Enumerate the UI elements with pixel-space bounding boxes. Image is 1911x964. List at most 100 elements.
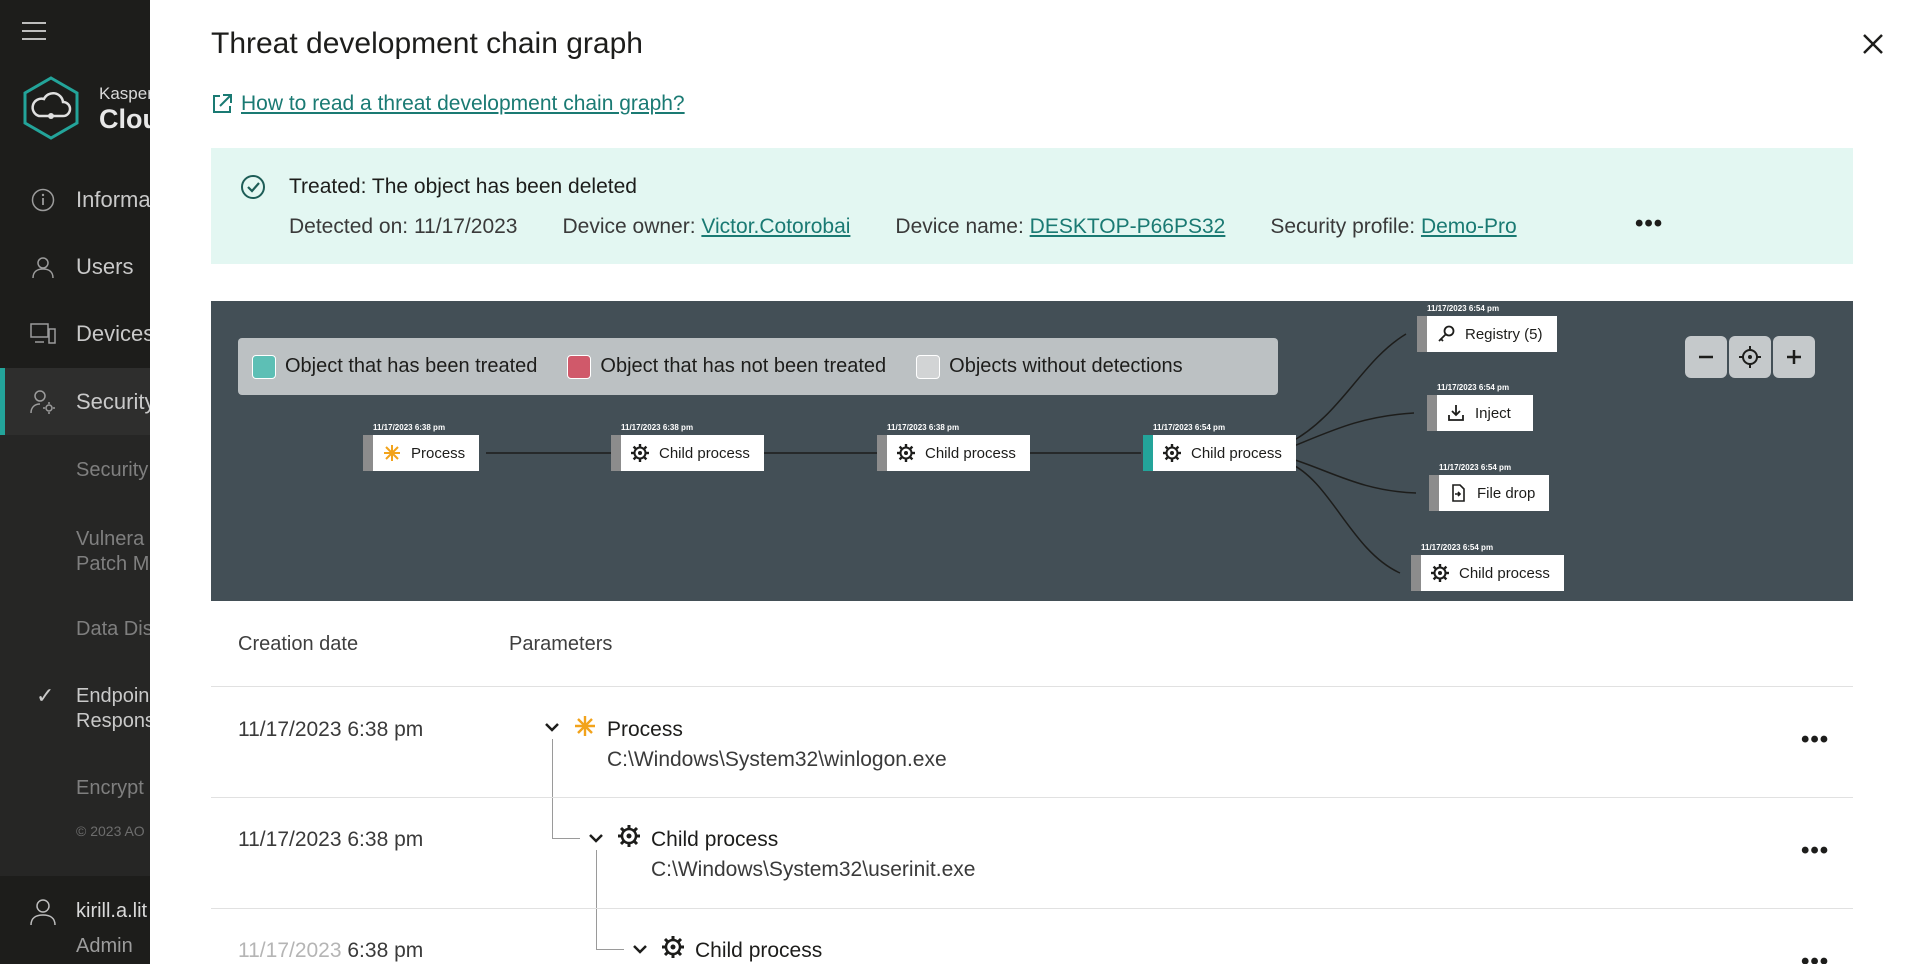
graph-legend: Object that has been treated Object that… <box>238 338 1278 395</box>
graph-node-inject[interactable]: Inject <box>1427 395 1533 431</box>
detection-details: Detected on: 11/17/2023 Device owner: Vi… <box>289 215 1562 239</box>
tree-connector <box>596 949 624 950</box>
object-type: Process <box>607 718 683 741</box>
node-label: Process <box>411 444 466 462</box>
object-type: Child process <box>651 828 779 851</box>
node-timestamp: 11/17/2023 6:54 pm <box>1427 304 1500 313</box>
gear-icon <box>631 444 649 462</box>
sidebar-subitem-data-discovery[interactable]: Data Dis <box>76 618 153 640</box>
node-status-bar <box>1429 475 1439 511</box>
sidebar-subitem-encryption[interactable]: Encrypt <box>76 777 144 799</box>
file-drop-icon <box>1449 484 1467 502</box>
gear-icon <box>1163 444 1181 462</box>
legend-label: Objects without detections <box>949 355 1183 377</box>
node-label: Child process <box>1459 564 1550 582</box>
legend-item-not-treated: Object that has not been treated <box>567 354 887 379</box>
row-divider <box>211 908 1853 909</box>
registry-key-icon <box>1437 325 1455 343</box>
node-timestamp: 11/17/2023 6:38 pm <box>621 423 694 432</box>
row-more-actions-button[interactable]: ••• <box>1801 726 1830 753</box>
node-timestamp: 11/17/2023 6:38 pm <box>373 423 446 432</box>
user-name[interactable]: kirill.a.lit <box>76 900 148 922</box>
object-type: Child process <box>695 939 823 962</box>
threat-chain-graph[interactable]: Object that has been treated Object that… <box>211 301 1853 601</box>
row-divider <box>211 797 1853 798</box>
zoom-out-button[interactable] <box>1685 336 1727 378</box>
page-title: Threat development chain graph <box>211 27 643 60</box>
graph-node-child-process-treated[interactable]: Child process <box>1143 435 1296 471</box>
security-profile-link[interactable]: Demo-Pro <box>1420 215 1517 238</box>
more-actions-button[interactable]: ••• <box>1635 210 1664 237</box>
chevron-down-icon[interactable] <box>587 829 605 847</box>
node-label: Child process <box>925 444 1016 462</box>
info-icon <box>30 187 56 213</box>
row-date-faded: 11/17/2023 <box>238 939 342 962</box>
sidebar-item-label: Informa <box>76 186 151 212</box>
chevron-down-icon[interactable] <box>631 940 649 958</box>
legend-swatch-no-detections <box>916 354 941 379</box>
device-owner-link[interactable]: Victor.Cotorobai <box>701 215 851 238</box>
gear-icon <box>1431 564 1449 582</box>
close-icon[interactable] <box>1857 28 1889 60</box>
row-more-actions-button[interactable]: ••• <box>1801 837 1830 864</box>
treatment-status: Treated: The object has been deleted <box>289 175 637 199</box>
row-more-actions-button[interactable]: ••• <box>1801 948 1830 964</box>
detected-on-label: Detected on: <box>289 215 409 238</box>
graph-node-child-process[interactable]: Child process <box>877 435 1030 471</box>
row-creation-date: 11/17/2023 6:38 pm <box>238 939 423 963</box>
node-label: Inject <box>1475 404 1511 422</box>
column-header-creation-date[interactable]: Creation date <box>238 633 359 655</box>
graph-connections <box>486 333 1417 574</box>
tree-connector <box>596 850 597 950</box>
node-label: Registry (5) <box>1465 325 1543 343</box>
kaspersky-cloud-logo <box>23 76 79 140</box>
center-view-button[interactable] <box>1729 336 1771 378</box>
detected-on: Detected on: 11/17/2023 <box>289 215 517 239</box>
legend-label: Object that has not been treated <box>600 355 887 377</box>
help-link[interactable]: How to read a threat development chain g… <box>211 92 685 116</box>
gear-icon <box>618 825 640 847</box>
device-name-link[interactable]: DESKTOP-P66PS32 <box>1029 215 1226 238</box>
sidebar-item-information[interactable]: Informa <box>0 166 200 233</box>
security-profile: Security profile: Demo-Pro <box>1270 215 1516 239</box>
sidebar-item-users[interactable]: Users <box>0 233 200 300</box>
sidebar-subitem-vulnerability[interactable]: Vulnera Patch M <box>76 528 150 575</box>
gear-icon <box>897 444 915 462</box>
graph-node-process[interactable]: Process <box>363 435 480 471</box>
minus-icon <box>1699 355 1713 359</box>
node-status-bar <box>1417 316 1427 352</box>
node-timestamp: 11/17/2023 6:54 pm <box>1421 543 1494 552</box>
treated-label: Treated: <box>289 175 367 198</box>
security-settings-icon <box>30 389 56 415</box>
zoom-in-button[interactable] <box>1773 336 1815 378</box>
object-path: C:\Windows\System32\userinit.exe <box>651 858 976 881</box>
brand-name-small: Kasper <box>99 84 153 103</box>
sidebar-item-devices[interactable]: Devices <box>0 300 200 367</box>
devices-icon <box>30 321 56 347</box>
graph-node-registry[interactable]: Registry (5) <box>1417 316 1557 352</box>
sidebar-subitem-security[interactable]: Security <box>76 459 149 481</box>
legend-label: Object that has been treated <box>285 355 538 377</box>
inject-icon <box>1447 404 1465 422</box>
node-label: Child process <box>1191 444 1282 462</box>
sidebar-subitem-endpoint-response[interactable]: Endpoin Respons <box>76 685 155 732</box>
sidebar-item-label: Devices <box>76 320 155 346</box>
column-header-parameters[interactable]: Parameters <box>509 633 613 655</box>
chevron-down-icon[interactable] <box>543 718 561 736</box>
graph-node-child-process[interactable]: Child process <box>1411 555 1564 591</box>
treated-check-icon <box>241 175 265 199</box>
security-profile-label: Security profile: <box>1270 215 1416 238</box>
plus-icon <box>1787 350 1801 364</box>
tree-connector <box>552 838 580 839</box>
legend-swatch-not-treated <box>567 354 592 379</box>
legend-item-treated: Object that has been treated <box>252 354 538 379</box>
row-time: 6:38 pm <box>341 939 424 962</box>
hamburger-menu-icon[interactable] <box>22 22 46 42</box>
device-name: Device name: DESKTOP-P66PS32 <box>895 215 1225 239</box>
node-label: Child process <box>659 444 750 462</box>
object-path: C:\Windows\System32\winlogon.exe <box>607 748 947 771</box>
graph-node-file-drop[interactable]: File drop <box>1429 475 1550 511</box>
graph-node-child-process[interactable]: Child process <box>611 435 764 471</box>
external-link-icon <box>213 94 232 113</box>
detected-on-value: 11/17/2023 <box>413 215 518 238</box>
